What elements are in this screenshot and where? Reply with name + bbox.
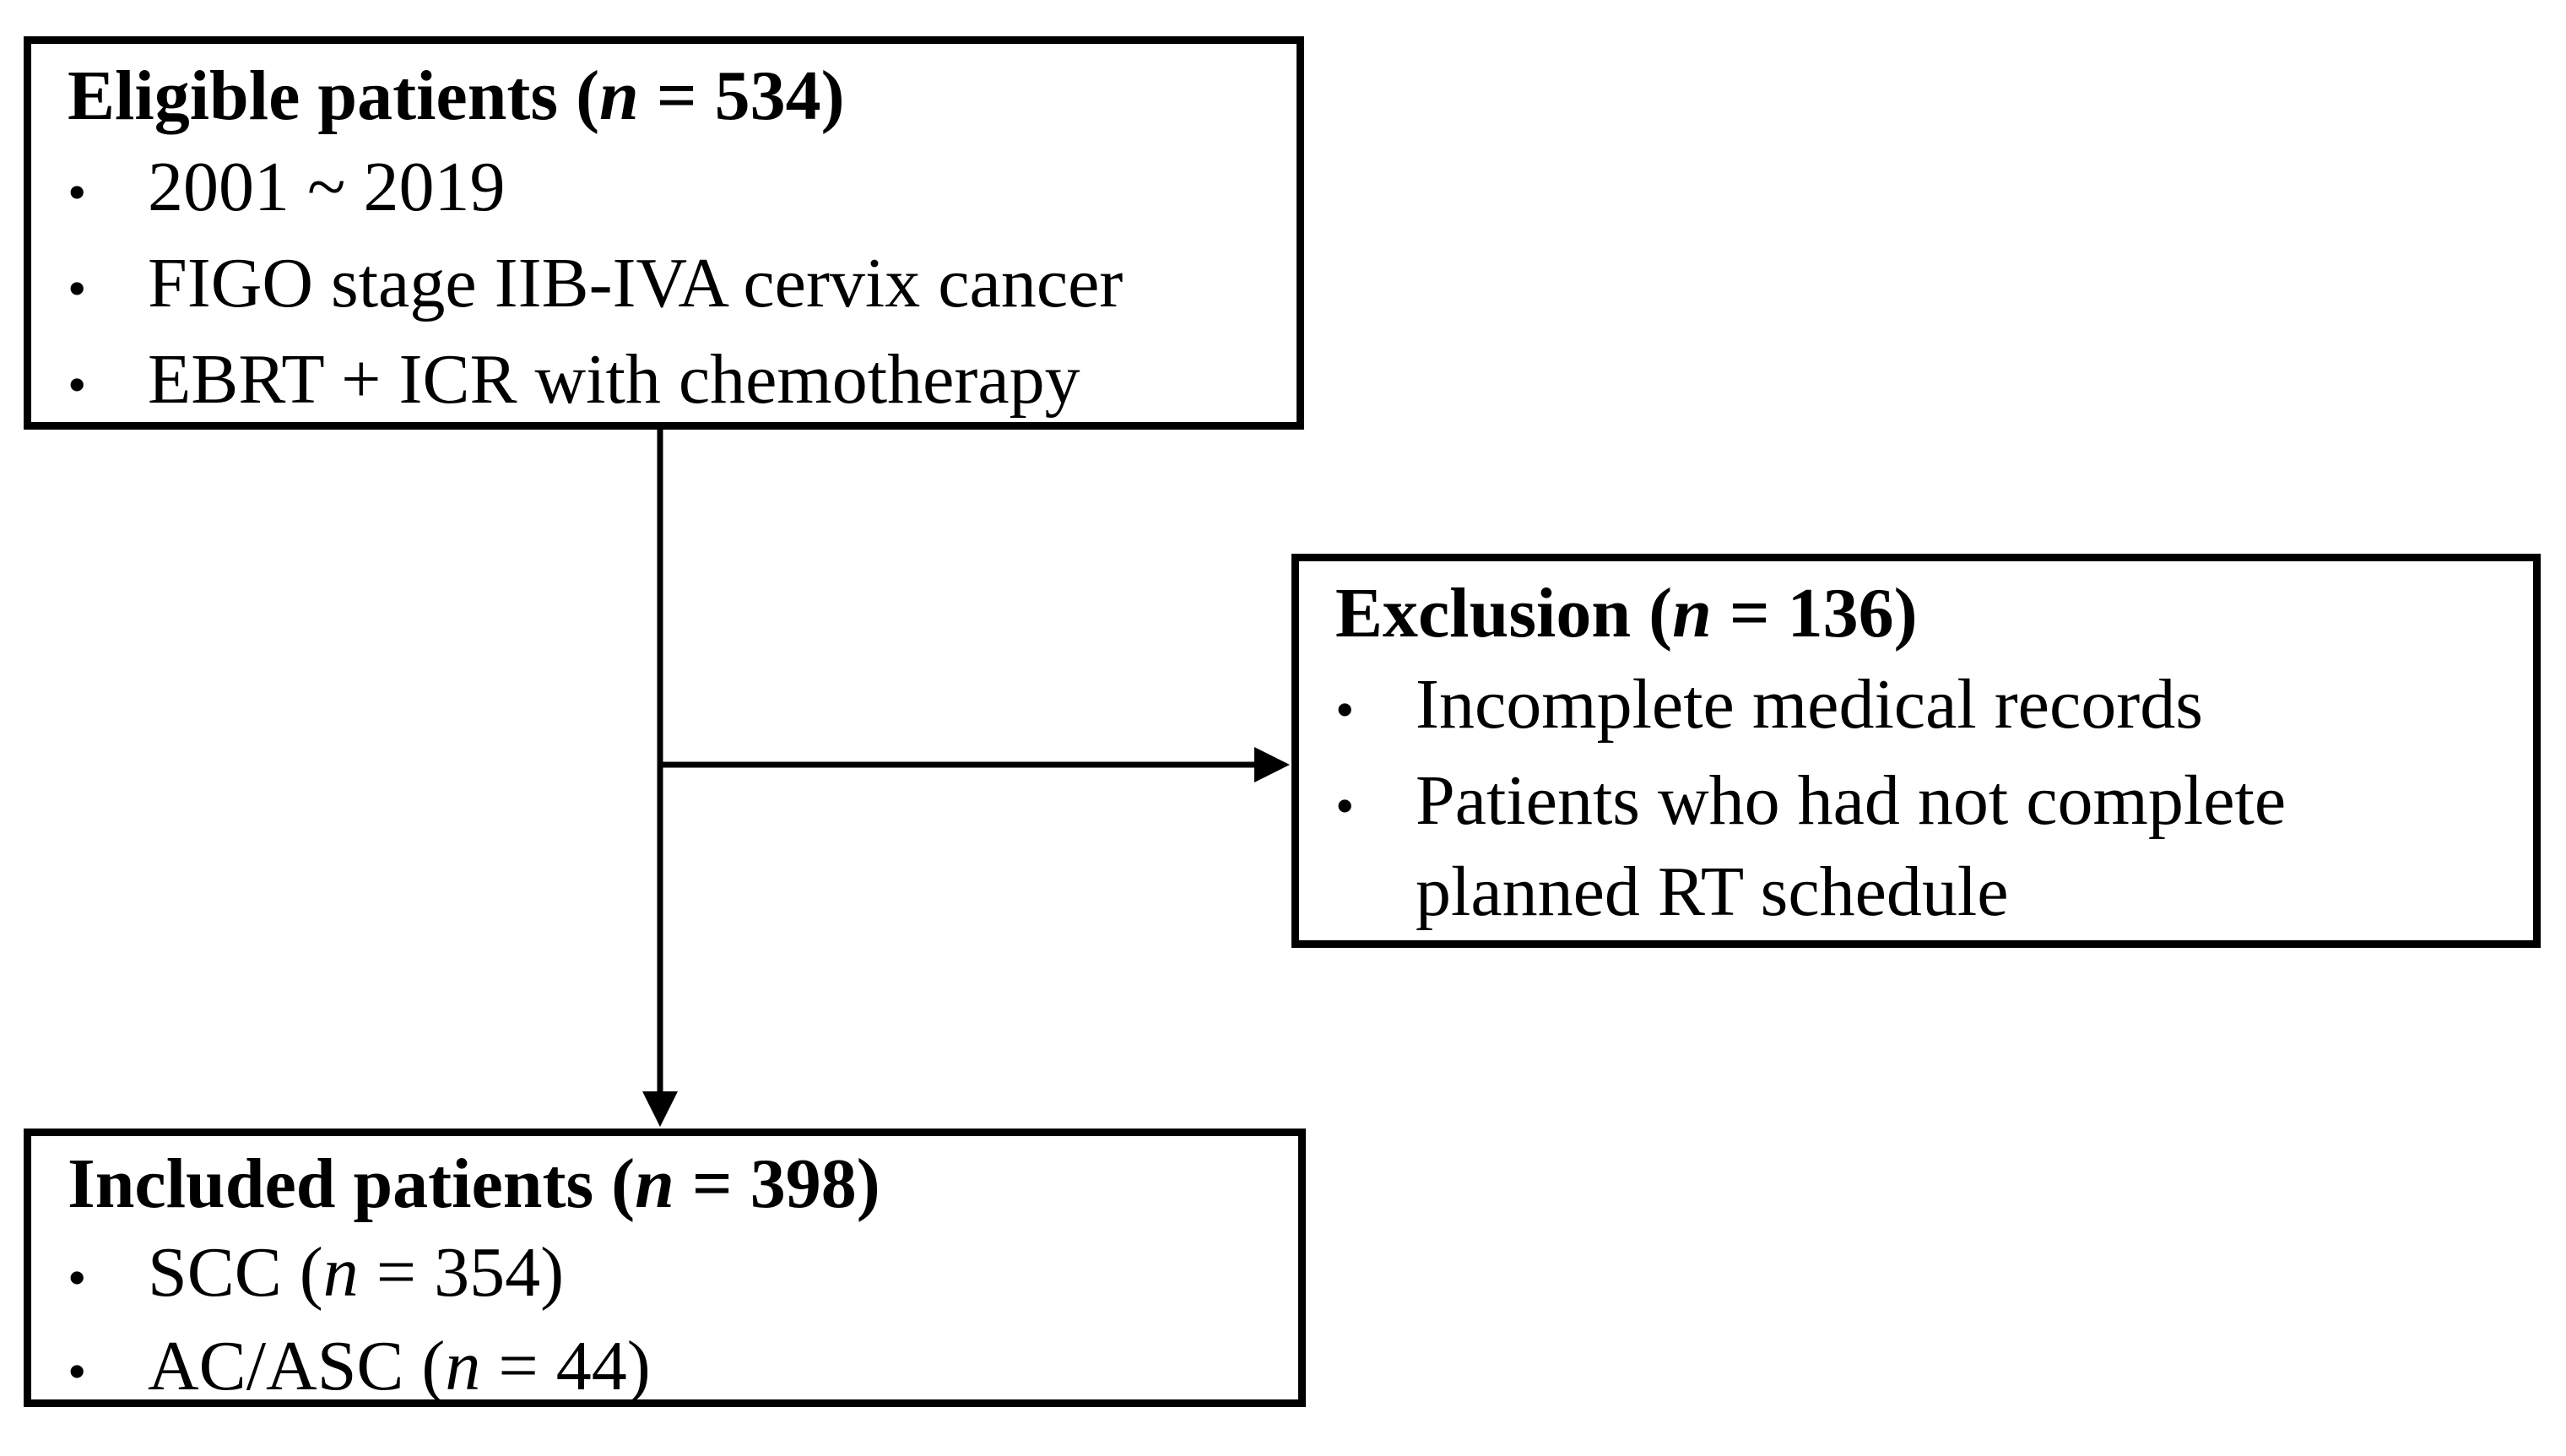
arrow-down-icon xyxy=(642,1091,678,1127)
exclusion-bullet-incomplete-rt: • Patients who had not complete planned … xyxy=(1335,755,2516,938)
exclusion-box-title: Exclusion (n = 136) xyxy=(1335,568,2516,659)
bullet-icon: • xyxy=(68,258,87,318)
bullet-icon: • xyxy=(68,1341,87,1401)
exclusion-box: Exclusion (n = 136) • Incomplete medical… xyxy=(1291,554,2541,948)
title-text: = 136) xyxy=(1711,574,1918,652)
bullet-label: Incomplete medical records xyxy=(1416,665,2203,744)
included-bullet-scc: • SCC (n = 354) xyxy=(68,1228,1281,1322)
title-text: Included patients ( xyxy=(68,1145,636,1223)
eligible-patients-box: Eligible patients (n = 534) • 2001 ~ 201… xyxy=(24,36,1304,430)
eligible-bullet-figo-stage: • FIGO stage IIB-IVA cervix cancer xyxy=(68,238,1280,334)
n-variable: n xyxy=(1672,574,1712,652)
included-box-title: Included patients (n = 398) xyxy=(68,1139,1281,1228)
bullet-icon: • xyxy=(68,1248,87,1307)
n-variable: n xyxy=(599,57,639,135)
bullet-label: FIGO stage IIB-IVA cervix cancer xyxy=(148,244,1123,322)
bullet-label: Patients who had not complete planned RT… xyxy=(1416,761,2287,931)
n-variable: n xyxy=(322,1233,359,1312)
bullet-icon: • xyxy=(68,355,87,414)
bullet-icon: • xyxy=(1335,776,1355,836)
n-variable: n xyxy=(445,1327,481,1405)
eligible-box-title: Eligible patients (n = 534) xyxy=(68,51,1280,142)
bullet-label: SCC ( xyxy=(148,1233,323,1312)
title-text: Exclusion ( xyxy=(1335,574,1673,652)
arrow-right-icon xyxy=(1254,747,1290,782)
included-bullet-ac-asc: • AC/ASC (n = 44) xyxy=(68,1322,1281,1415)
bullet-label: EBRT + ICR with chemotherapy xyxy=(148,340,1080,419)
eligible-bullet-years: • 2001 ~ 2019 xyxy=(68,142,1280,238)
bullet-label: = 44) xyxy=(480,1327,651,1405)
title-text: = 398) xyxy=(674,1145,880,1223)
eligible-bullet-treatment: • EBRT + ICR with chemotherapy xyxy=(68,334,1280,430)
bullet-icon: • xyxy=(1335,679,1355,739)
bullet-icon: • xyxy=(68,162,87,222)
bullet-label: = 354) xyxy=(358,1233,565,1312)
included-patients-box: Included patients (n = 398) • SCC (n = 3… xyxy=(24,1129,1306,1407)
exclusion-bullet-incomplete-records: • Incomplete medical records xyxy=(1335,659,2516,755)
bullet-label: AC/ASC ( xyxy=(148,1327,446,1405)
title-text: Eligible patients ( xyxy=(68,57,600,135)
n-variable: n xyxy=(635,1145,674,1223)
bullet-label: 2001 ~ 2019 xyxy=(148,148,506,226)
title-text: = 534) xyxy=(638,57,845,135)
